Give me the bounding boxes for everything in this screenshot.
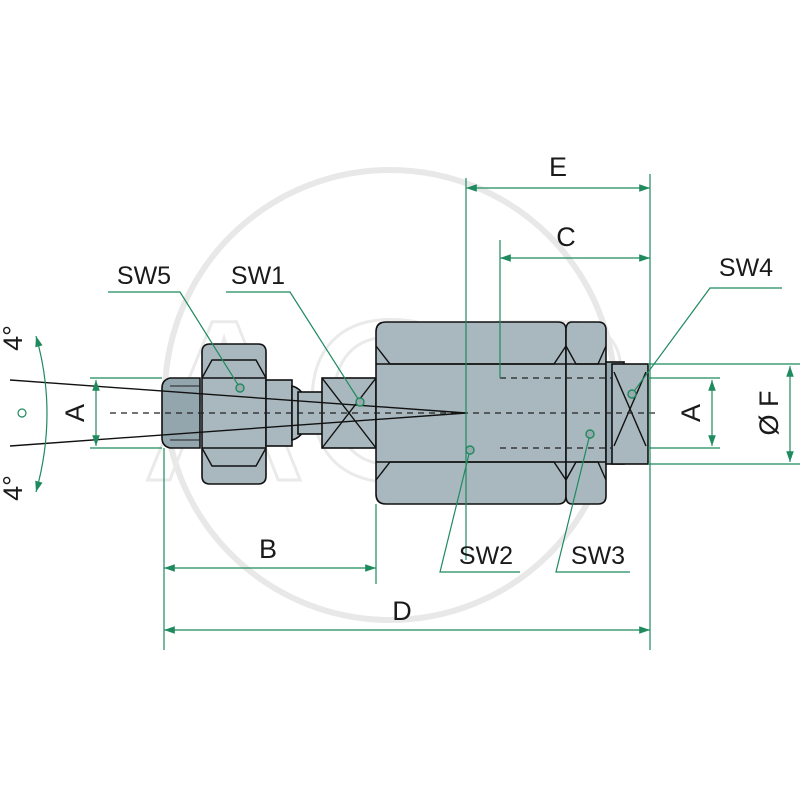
dimensions: [90, 174, 800, 650]
left-thread-ticks: [170, 385, 200, 441]
labels: E C SW4 SW5 SW1 A A Ø F B D SW2 SW3 4° 4…: [0, 152, 784, 626]
label-e: E: [549, 152, 567, 182]
fitting-assembly: [161, 321, 649, 505]
label-sw5: SW5: [117, 262, 171, 290]
label-sw3: SW3: [571, 542, 625, 570]
label-sw1: SW1: [231, 262, 285, 290]
label-b: B: [259, 534, 277, 564]
label-d: D: [392, 596, 412, 626]
leaders: [108, 287, 782, 573]
label-angle-bottom: 4°: [0, 475, 28, 501]
label-sw2: SW2: [459, 542, 513, 570]
label-c: C: [556, 222, 576, 252]
label-a-right: A: [676, 404, 706, 422]
label-sw4: SW4: [719, 254, 773, 282]
left-hex-nut: [201, 343, 267, 485]
label-diameter-f: Ø F: [754, 391, 784, 436]
centerlines: [110, 377, 660, 449]
main-hex-body: [375, 321, 567, 505]
angle-lines: [9, 335, 467, 493]
label-a-left: A: [60, 404, 90, 422]
label-angle-top: 4°: [0, 325, 28, 351]
